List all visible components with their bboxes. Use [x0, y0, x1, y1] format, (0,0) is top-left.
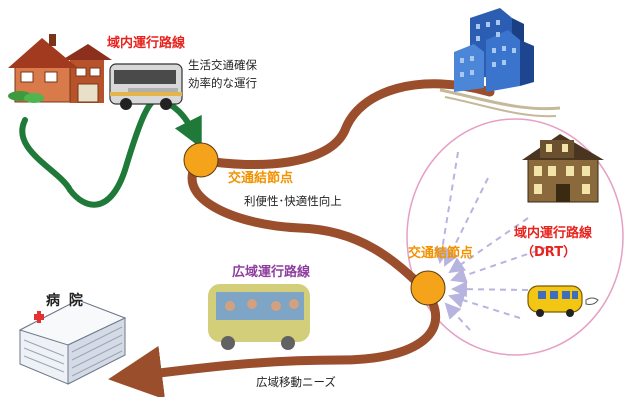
node-2-label: 交通結節点 — [408, 246, 474, 261]
wide-area-route-line — [108, 79, 495, 397]
wide-need-label: 広域移動ニーズ — [256, 375, 336, 389]
house-icon — [8, 34, 112, 103]
local-route-desc-2: 効率的な運行 — [188, 76, 257, 90]
transport-node-1 — [183, 142, 219, 178]
drt-route-label: 域内運行路線 — [514, 226, 593, 241]
bus-icon — [109, 63, 183, 110]
wide-route-label: 広域運行路線 — [232, 265, 311, 280]
hospital-icon — [18, 299, 127, 385]
office-building-icon — [439, 8, 561, 118]
drt-sub-label: （DRT） — [521, 245, 577, 260]
transport-node-2 — [410, 270, 446, 306]
local-route-desc-1: 生活交通確保 — [188, 58, 257, 72]
residence-icon — [522, 134, 604, 203]
local-route-line — [19, 96, 202, 208]
drt-demand-arrows — [434, 151, 549, 331]
bus-blurred-icon — [208, 284, 310, 350]
hospital-label: 病 院 — [46, 293, 85, 309]
node-1-label: 交通結節点 — [228, 171, 294, 186]
school-bus-icon — [527, 285, 599, 317]
drt-area-circle — [406, 118, 624, 356]
local-route-top-label: 域内運行路線 — [107, 36, 186, 51]
node-1-desc: 利便性･快適性向上 — [244, 194, 342, 208]
